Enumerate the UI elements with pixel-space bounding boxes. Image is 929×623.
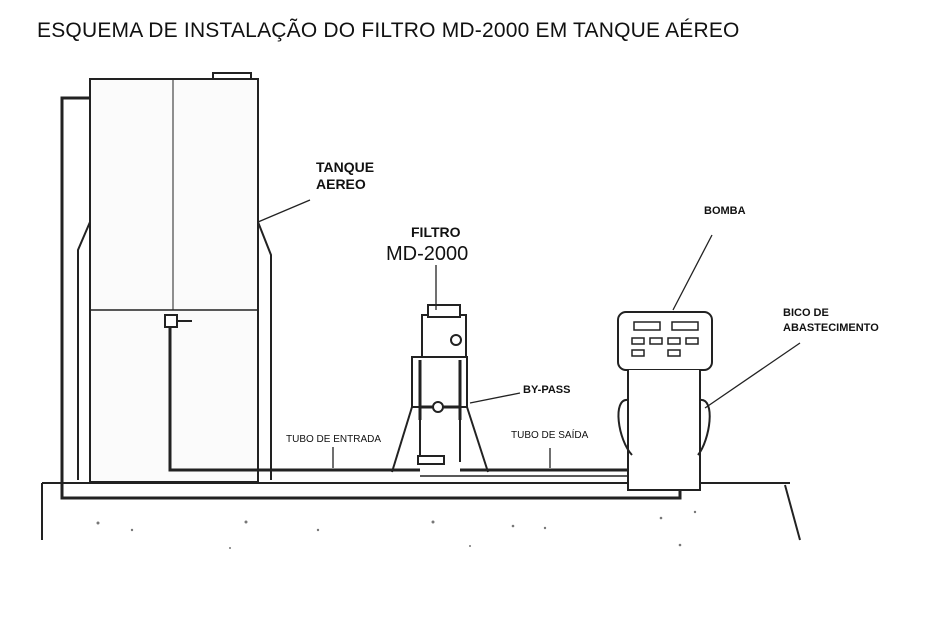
nozzle-label-line2: ABASTECIMENTO bbox=[783, 322, 879, 334]
nozzle-label-line1: BICO DE bbox=[783, 307, 829, 319]
fuel-pump bbox=[617, 311, 713, 491]
ground-slab bbox=[41, 482, 801, 549]
pump-label: BOMBA bbox=[704, 205, 746, 217]
outlet-pipe-label: TUBO DE SAÍDA bbox=[511, 430, 589, 441]
diagram-title: ESQUEMA DE INSTALAÇÃO DO FILTRO MD-2000 … bbox=[37, 19, 740, 42]
filter-md2000 bbox=[391, 304, 489, 473]
tank-label-line1: TANQUE bbox=[316, 159, 375, 175]
bypass-label: BY-PASS bbox=[523, 384, 571, 396]
inlet-pipe-label: TUBO DE ENTRADA bbox=[286, 434, 382, 445]
tank-label-line2: AEREO bbox=[316, 176, 366, 192]
filter-label-line1: FILTRO bbox=[411, 224, 461, 240]
elevated-tank bbox=[60, 72, 682, 500]
filter-label-line2: MD-2000 bbox=[386, 243, 469, 265]
